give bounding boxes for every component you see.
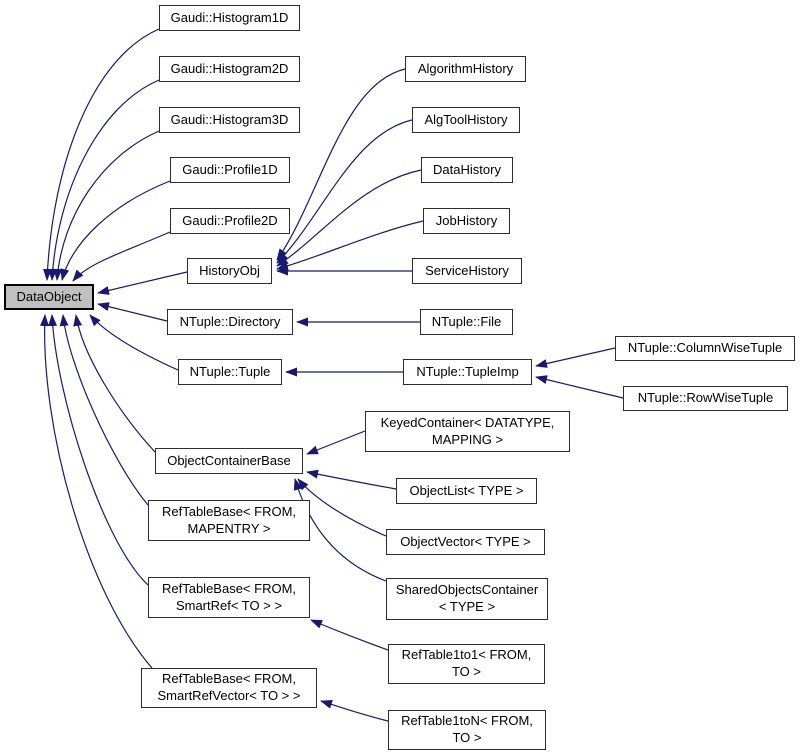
node-reftable1to1[interactable]: RefTable1to1< FROM, TO > [388, 644, 545, 684]
edge-keyedcontainer-objectcontainerbase [306, 430, 366, 455]
node-ntuple-file[interactable]: NTuple::File [420, 309, 513, 335]
edge-ntrowwisetuple-nttupleimp [535, 375, 624, 399]
node-reftable1ton[interactable]: RefTable1toN< FROM, TO > [388, 710, 546, 750]
node-gaudi-profile1d[interactable]: Gaudi::Profile1D [170, 157, 290, 183]
edge-algorithmhistory-historyobj [276, 68, 406, 261]
edge-algtoolhistory-historyobj [276, 119, 413, 264]
node-ntuple-tuple[interactable]: NTuple::Tuple [178, 359, 282, 385]
node-sharedobjectscontainer[interactable]: SharedObjectsContainer < TYPE > [386, 578, 548, 620]
edge-profile1d-dataobject [60, 180, 171, 281]
node-reftablebase-smartref[interactable]: RefTableBase< FROM, SmartRef< TO > > [148, 577, 310, 618]
node-gaudi-histogram2d[interactable]: Gaudi::Histogram2D [159, 56, 300, 82]
edge-ntdirectory-dataobject [97, 302, 168, 322]
edge-objectcontainerbase-dataobject [73, 314, 156, 453]
edge-objectlist-objectcontainerbase [306, 469, 397, 490]
edge-reftablebase-smartrefvector-dataobject [40, 314, 153, 669]
edge-jobhistory-historyobj [276, 220, 424, 271]
node-objectvector[interactable]: ObjectVector< TYPE > [386, 529, 545, 555]
node-ntuple-columnwisetuple[interactable]: NTuple::ColumnWiseTuple [615, 336, 795, 361]
node-jobhistory[interactable]: JobHistory [423, 208, 510, 234]
node-historyobj[interactable]: HistoryObj [187, 258, 272, 284]
node-gaudi-histogram3d[interactable]: Gaudi::Histogram3D [159, 107, 300, 133]
node-reftablebase-mapentry[interactable]: RefTableBase< FROM, MAPENTRY > [148, 500, 310, 541]
edge-histogram3d-dataobject [53, 130, 160, 281]
node-keyedcontainer[interactable]: KeyedContainer< DATATYPE, MAPPING > [365, 411, 570, 452]
node-datahistory[interactable]: DataHistory [421, 157, 513, 183]
node-dataobject: DataObject [4, 284, 94, 310]
node-ntuple-rowwisetuple[interactable]: NTuple::RowWiseTuple [623, 386, 788, 411]
edge-nttuple-dataobject [89, 314, 179, 371]
node-reftablebase-smartrefvector[interactable]: RefTableBase< FROM, SmartRefVector< TO >… [141, 668, 317, 708]
node-objectlist[interactable]: ObjectList< TYPE > [396, 478, 537, 504]
node-gaudi-profile2d[interactable]: Gaudi::Profile2D [170, 208, 290, 234]
edge-objectvector-objectcontainerbase [297, 478, 387, 537]
node-gaudi-histogram1d[interactable]: Gaudi::Histogram1D [159, 5, 300, 31]
node-ntuple-tupleimp[interactable]: NTuple::TupleImp [403, 359, 532, 385]
edge-reftablebase-mapentry-dataobject [59, 314, 149, 506]
edge-historyobj-dataobject [97, 271, 188, 295]
edge-reftable1to1-reftablebase-smartref [310, 619, 389, 651]
node-servicehistory[interactable]: ServiceHistory [412, 258, 522, 284]
edge-histogram2d-dataobject [48, 79, 160, 281]
edge-histogram1d-dataobject [42, 28, 160, 281]
edge-profile2d-dataobject [72, 231, 171, 282]
edge-reftablebase-smartref-dataobject [48, 314, 149, 586]
node-algorithmhistory[interactable]: AlgorithmHistory [405, 56, 526, 82]
edge-datahistory-historyobj [276, 169, 422, 267]
edge-ntcolumnwisetuple-nttupleimp [535, 347, 616, 368]
node-objectcontainerbase[interactable]: ObjectContainerBase [155, 448, 303, 474]
node-algtoolhistory[interactable]: AlgToolHistory [412, 107, 520, 133]
node-ntuple-directory[interactable]: NTuple::Directory [167, 309, 293, 335]
edge-reftable1ton-reftablebase-smartrefvector [320, 700, 389, 722]
